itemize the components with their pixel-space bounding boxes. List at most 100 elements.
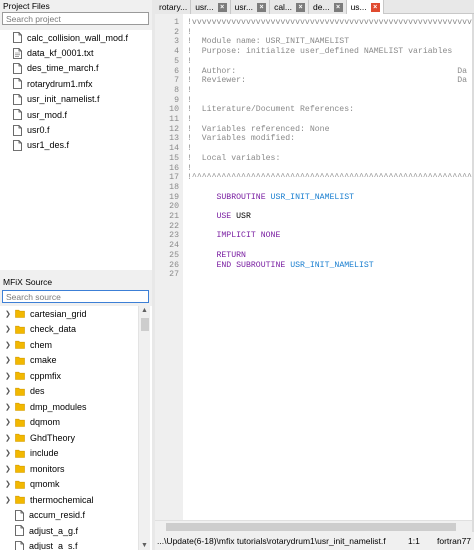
source-folder-item[interactable]: ❯cmake [0,353,138,369]
line-number: 11 [169,115,179,124]
expand-arrow-icon[interactable]: ❯ [5,310,11,318]
folder-icon [15,433,25,443]
code-text: ! Module name: USR_INIT_NAMELIST [187,37,349,47]
line-number: 13 [169,134,179,144]
close-tab-icon[interactable]: × [296,2,306,12]
expand-arrow-icon[interactable]: ❯ [5,341,11,349]
panel-splitter[interactable] [152,0,155,550]
source-item-name: dqmom [30,417,61,428]
line-number: 14 [169,144,179,154]
editor-tab[interactable]: usr...× [191,0,231,14]
code-text: ! [187,28,192,38]
close-tab-icon[interactable]: × [370,2,380,12]
source-folder-item[interactable]: ❯chem [0,337,138,353]
source-scrollbar[interactable]: ▲ ▼ [138,306,150,550]
file-item[interactable]: des_time_march.f [0,61,152,76]
expand-arrow-icon[interactable]: ❯ [5,403,11,411]
file-item[interactable]: usr0.f [0,122,152,137]
editor-tab[interactable]: usr...× [230,0,271,14]
close-tab-icon[interactable]: × [333,2,343,12]
expand-arrow-icon[interactable]: ❯ [5,465,11,473]
source-folder-item[interactable]: ❯qmomk [0,477,138,493]
code-token: ! Variables referenced: None [187,124,330,134]
code-text: ! Purpose: initialize user_defined NAMEL… [187,47,452,57]
folder-icon [15,309,25,319]
expand-arrow-icon[interactable]: ❯ [5,434,11,442]
file-name: rotarydrum1.mfx [27,78,93,89]
scroll-down-icon[interactable]: ▼ [141,542,148,549]
scroll-up-icon[interactable]: ▲ [141,307,148,314]
folder-icon [15,495,25,505]
editor-tab[interactable]: rotary... [155,0,192,14]
code-token: ! [187,85,192,95]
code-editor[interactable]: 1!vvvvvvvvvvvvvvvvvvvvvvvvvvvvvvvvvvvvvv… [155,14,472,520]
source-folder-item[interactable]: ❯ dqmom [0,415,138,431]
tab-label: de... [313,2,330,12]
tab-label: usr... [195,2,214,12]
source-folder-item[interactable]: ❯cppmfix [0,368,138,384]
code-text: ! [187,164,192,174]
expand-arrow-icon[interactable]: ❯ [5,357,11,365]
file-name: des_time_march.f [27,63,99,74]
source-folder-item[interactable]: ❯GhdTheory [0,430,138,446]
file-item[interactable]: usr_init_namelist.f [0,92,152,107]
scrollbar-thumb[interactable] [166,523,456,531]
code-line: 18 [155,183,472,193]
code-token: ! Module name: USR_INIT_NAMELIST [187,37,350,47]
source-file-item[interactable]: accum_resid.f [0,508,138,524]
fortran-file-icon [13,78,22,90]
fortran-file-icon [13,124,22,136]
source-item-name: adjust_a_g.f [29,525,79,536]
line-number: 5 [174,56,179,66]
file-item[interactable]: usr1_des.f [0,138,152,153]
source-folder-item[interactable]: ❯cartesian_grid [0,306,138,322]
status-cursor-position: 1:1 [408,536,420,546]
editor-border [472,14,474,532]
source-item-name: adjust_a_s.f [29,541,78,550]
editor-tab-bar: rotary...usr...×usr...×cal...×de...×us..… [155,0,474,14]
code-token: ! [187,163,192,173]
code-token: IMPLICIT NONE [187,231,281,241]
close-tab-icon[interactable]: × [217,2,227,12]
code-token: ! Purpose: initialize user_defined NAMEL… [187,47,453,57]
scrollbar-thumb[interactable] [141,318,149,331]
fortran-file-icon [15,540,24,550]
source-folder-item[interactable]: ❯check_data [0,322,138,338]
expand-arrow-icon[interactable]: ❯ [5,481,11,489]
search-source-input[interactable] [2,290,149,303]
editor-tab[interactable]: cal...× [270,0,310,14]
expand-arrow-icon[interactable]: ❯ [5,388,11,396]
expand-arrow-icon[interactable]: ❯ [5,326,11,334]
file-name: usr_mod.f [27,109,68,120]
search-project-input[interactable] [2,12,149,25]
editor-tab[interactable]: us...× [346,0,384,14]
code-text: ! [187,57,192,67]
folder-icon [15,387,25,396]
source-folder-item[interactable]: ❯ dmp_modules [0,399,138,415]
editor-tab[interactable]: de...× [309,0,347,14]
source-item-name: des [30,386,45,397]
source-file-item[interactable]: adjust_a_g.f [0,523,138,539]
source-folder-item[interactable]: ❯ include [0,446,138,462]
source-folder-item[interactable]: ❯thermochemical [0,492,138,508]
file-item[interactable]: calc_collision_wall_mod.f [0,30,152,45]
expand-arrow-icon[interactable]: ❯ [5,496,11,504]
source-folder-item[interactable]: ❯ des [0,384,138,400]
expand-arrow-icon[interactable]: ❯ [5,372,11,380]
source-folder-item[interactable]: ❯monitors [0,461,138,477]
close-tab-icon[interactable]: × [257,2,267,12]
file-item[interactable]: data_kf_0001.txt [0,45,152,60]
source-item-name: dmp_modules [30,401,87,412]
file-item[interactable]: rotarydrum1.mfx [0,76,152,91]
expand-arrow-icon[interactable]: ❯ [5,419,11,427]
code-text: USE USR [187,212,250,222]
horizontal-scrollbar[interactable] [155,520,472,532]
line-number: 12 [169,124,179,134]
line-number: 1 [174,18,179,27]
source-file-item[interactable]: adjust_a_s.f [0,539,138,550]
source-item-name: include [30,448,59,459]
line-number: 27 [169,270,179,280]
file-item[interactable]: usr_mod.f [0,107,152,122]
expand-arrow-icon[interactable]: ❯ [5,450,11,458]
